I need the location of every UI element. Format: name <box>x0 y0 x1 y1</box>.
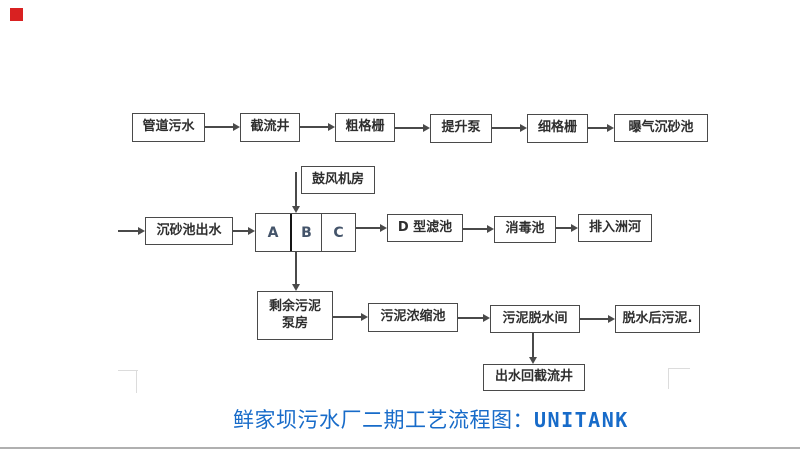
bottom-divider-line <box>0 447 800 449</box>
node-unitank-abc: A B C <box>255 213 356 252</box>
node-discharge-to-river: 排入洲河 <box>578 214 652 242</box>
surplus-sludge-line2: 泵房 <box>281 315 308 331</box>
unitank-cell-b: B <box>292 214 322 251</box>
node-outflow-return-well: 出水回截流井 <box>483 364 585 391</box>
arrow-head-icon <box>608 315 615 323</box>
arrow-intercept-to-coarse <box>300 126 328 128</box>
arrow-head-icon <box>483 314 490 322</box>
node-intercept-well: 截流井 <box>240 113 300 142</box>
arrow-dewatering-to-return-well <box>532 333 534 357</box>
node-grit-tank-outflow: 沉砂池出水 <box>145 217 233 245</box>
arrow-inlet-to-outflow <box>118 230 138 232</box>
arrow-coarse-to-pump <box>395 127 423 129</box>
arrow-head-icon <box>361 313 368 321</box>
arrow-head-icon <box>248 227 255 235</box>
arrow-filter-to-disinfection <box>463 228 487 230</box>
arrow-head-icon <box>423 124 430 132</box>
node-coarse-screen: 粗格栅 <box>335 113 395 142</box>
node-disinfection-tank: 消毒池 <box>494 216 556 243</box>
node-surplus-sludge-pump-house: 剩余污泥 泵房 <box>257 291 333 340</box>
arrow-pump-to-fine <box>492 127 520 129</box>
arrow-dewatering-to-dewatered <box>580 318 608 320</box>
arrow-head-icon <box>571 224 578 232</box>
page-corner-mark-right <box>668 368 690 369</box>
arrow-fine-to-grit <box>588 127 607 129</box>
arrow-head-icon <box>138 227 145 235</box>
caption-text-en: UNITANK <box>534 408 629 432</box>
arrow-head-icon <box>292 206 300 213</box>
caption-text-zh: 鲜家坝污水厂二期工艺流程图： <box>233 408 534 432</box>
arrow-head-icon <box>292 284 300 291</box>
arrow-head-icon <box>233 123 240 131</box>
node-sludge-dewatering-room: 污泥脱水间 <box>490 305 580 333</box>
arrow-thickener-to-dewatering <box>458 317 483 319</box>
node-dewatered-sludge: 脱水后污泥. <box>615 305 700 333</box>
arrow-disinfection-to-discharge <box>556 227 571 229</box>
arrow-head-icon <box>328 123 335 131</box>
arrow-head-icon <box>529 357 537 364</box>
unitank-cell-c: C <box>333 224 344 241</box>
arrow-blower-to-unitank <box>295 172 297 206</box>
page-corner-mark-left <box>136 370 137 393</box>
surplus-sludge-line1: 剩余污泥 <box>268 299 321 315</box>
arrow-head-icon <box>487 225 494 233</box>
arrow-head-icon <box>607 124 614 132</box>
page-corner-mark-left <box>118 370 138 371</box>
arrow-unitank-to-sludge <box>295 252 297 284</box>
arrow-sludge-to-thickener <box>333 316 361 318</box>
arrow-outflow-to-unitank <box>233 230 248 232</box>
node-blower-room: 鼓风机房 <box>301 166 375 194</box>
node-aerated-grit-tank: 曝气沉砂池 <box>614 114 708 142</box>
node-d-type-filter: D 型滤池 <box>387 214 463 242</box>
arrow-head-icon <box>520 124 527 132</box>
node-pipe-sewage: 管道污水 <box>132 113 205 142</box>
arrow-head-icon <box>380 224 387 232</box>
red-square-marker <box>10 8 23 21</box>
node-sludge-thickener: 污泥浓缩池 <box>368 303 458 332</box>
unitank-cell-a: A <box>256 214 292 251</box>
diagram-caption: 鲜家坝污水厂二期工艺流程图：UNITANK <box>233 404 629 434</box>
page-corner-mark-right <box>668 368 669 389</box>
arrow-unitank-to-filter <box>356 227 380 229</box>
node-lift-pump: 提升泵 <box>430 114 492 143</box>
arrow-pipe-to-intercept <box>205 126 233 128</box>
node-fine-screen: 细格栅 <box>527 114 588 143</box>
